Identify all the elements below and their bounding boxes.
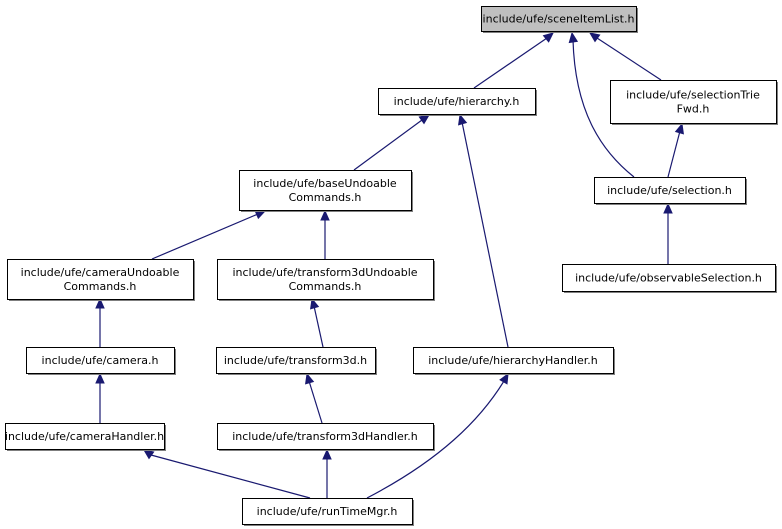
node-label: include/ufe/selection.h bbox=[607, 184, 732, 197]
edge-line bbox=[308, 380, 323, 424]
arrowhead-icon bbox=[663, 202, 673, 214]
node-label: Commands.h bbox=[289, 191, 362, 204]
node-box bbox=[217, 259, 434, 300]
arrowhead-icon bbox=[95, 297, 105, 309]
arrowhead-icon bbox=[320, 209, 330, 221]
node-observableSelection[interactable]: include/ufe/observableSelection.h bbox=[562, 264, 778, 294]
edge-selection-to-selectionTrieFwd bbox=[667, 122, 684, 178]
node-label: include/ufe/hierarchy.h bbox=[394, 95, 520, 108]
arrowhead-icon bbox=[95, 372, 105, 384]
edge-line bbox=[150, 454, 311, 499]
edge-cameraUndoable-to-baseUndoable bbox=[151, 210, 267, 260]
arrowhead-icon bbox=[588, 32, 601, 43]
arrowhead-icon bbox=[542, 32, 554, 43]
node-box bbox=[610, 80, 777, 124]
edge-hierarchy-to-sceneItemList bbox=[473, 32, 554, 89]
node-label: include/ufe/transform3d.h bbox=[224, 354, 367, 367]
node-transform3d[interactable]: include/ufe/transform3d.h bbox=[216, 347, 378, 376]
node-box bbox=[217, 423, 434, 450]
node-label: Commands.h bbox=[64, 280, 137, 293]
edge-runTimeMgr-to-hierarchyHandler bbox=[366, 372, 509, 499]
node-sceneItemList[interactable]: include/ufe/sceneItemList.h bbox=[481, 6, 639, 34]
node-transform3dUndoable[interactable]: include/ufe/transform3dUndoableCommands.… bbox=[217, 259, 436, 302]
edge-line bbox=[313, 305, 324, 348]
edge-transform3d-to-transform3dUndoable bbox=[310, 297, 324, 348]
node-box bbox=[562, 264, 776, 292]
edge-runTimeMgr-to-transform3dHandler bbox=[322, 448, 332, 498]
node-label: include/ufe/selectionTrie bbox=[626, 89, 760, 102]
edge-line bbox=[572, 39, 635, 178]
node-label: Fwd.h bbox=[677, 103, 710, 116]
node-box bbox=[594, 177, 746, 204]
node-label: include/ufe/runTimeMgr.h bbox=[257, 505, 398, 518]
arrowhead-icon bbox=[568, 31, 579, 44]
node-cameraHandler[interactable]: include/ufe/cameraHandler.h bbox=[5, 423, 166, 452]
edge-line bbox=[366, 380, 505, 499]
edge-line bbox=[596, 37, 662, 81]
arrowhead-icon bbox=[322, 448, 332, 460]
node-runTimeMgr[interactable]: include/ufe/runTimeMgr.h bbox=[242, 498, 415, 527]
edge-cameraHandler-to-camera bbox=[95, 372, 105, 423]
arrowhead-icon bbox=[418, 114, 431, 125]
edge-selection-to-sceneItemList bbox=[568, 31, 635, 178]
node-hierarchyHandler[interactable]: include/ufe/hierarchyHandler.h bbox=[413, 347, 616, 376]
arrowhead-icon bbox=[310, 297, 320, 310]
edge-line bbox=[353, 119, 423, 171]
node-label: include/ufe/baseUndoable bbox=[253, 177, 397, 190]
edge-camera-to-cameraUndoable bbox=[95, 297, 105, 347]
node-label: Commands.h bbox=[289, 280, 362, 293]
nodes-layer: include/ufe/sceneItemList.h include/ufe/h… bbox=[5, 6, 779, 527]
edges-layer bbox=[95, 31, 684, 499]
edge-observableSelection-to-selection bbox=[663, 202, 673, 264]
edge-runTimeMgr-to-cameraHandler bbox=[142, 449, 311, 499]
edge-line bbox=[473, 37, 548, 89]
edge-selectionTrieFwd-to-sceneItemList bbox=[588, 32, 662, 81]
arrowhead-icon bbox=[305, 372, 315, 385]
node-label: include/ufe/sceneItemList.h bbox=[483, 13, 635, 26]
node-box bbox=[242, 498, 413, 525]
node-selection[interactable]: include/ufe/selection.h bbox=[594, 177, 748, 206]
edge-line bbox=[461, 121, 509, 348]
node-box bbox=[239, 170, 412, 211]
arrowhead-icon bbox=[499, 372, 509, 385]
node-box bbox=[26, 347, 175, 374]
arrowhead-icon bbox=[458, 113, 468, 126]
node-transform3dHandler[interactable]: include/ufe/transform3dHandler.h bbox=[217, 423, 436, 452]
node-label: include/ufe/cameraHandler.h bbox=[5, 430, 164, 443]
node-box bbox=[7, 259, 194, 300]
edge-transform3dUndoable-to-baseUndoable bbox=[320, 209, 330, 259]
edge-line bbox=[667, 130, 681, 178]
arrowhead-icon bbox=[674, 122, 684, 135]
node-hierarchy[interactable]: include/ufe/hierarchy.h bbox=[378, 88, 538, 117]
node-label: include/ufe/camera.h bbox=[42, 354, 159, 367]
node-label: include/ufe/transform3dHandler.h bbox=[232, 430, 418, 443]
edge-line bbox=[151, 213, 259, 260]
node-label: include/ufe/hierarchyHandler.h bbox=[428, 354, 598, 367]
node-box bbox=[378, 88, 536, 115]
arrowhead-icon bbox=[142, 449, 155, 460]
edge-transform3dHandler-to-transform3d bbox=[305, 372, 323, 424]
edge-hierarchyHandler-to-hierarchy bbox=[458, 113, 509, 348]
node-camera[interactable]: include/ufe/camera.h bbox=[26, 347, 177, 376]
node-box bbox=[413, 347, 614, 374]
edge-baseUndoable-to-hierarchy bbox=[353, 114, 431, 171]
node-label: include/ufe/transform3dUndoable bbox=[232, 266, 417, 279]
node-label: include/ufe/observableSelection.h bbox=[575, 272, 762, 285]
node-box bbox=[5, 423, 165, 450]
node-label: include/ufe/cameraUndoable bbox=[21, 266, 180, 279]
node-box bbox=[481, 6, 637, 32]
node-box bbox=[216, 347, 376, 374]
